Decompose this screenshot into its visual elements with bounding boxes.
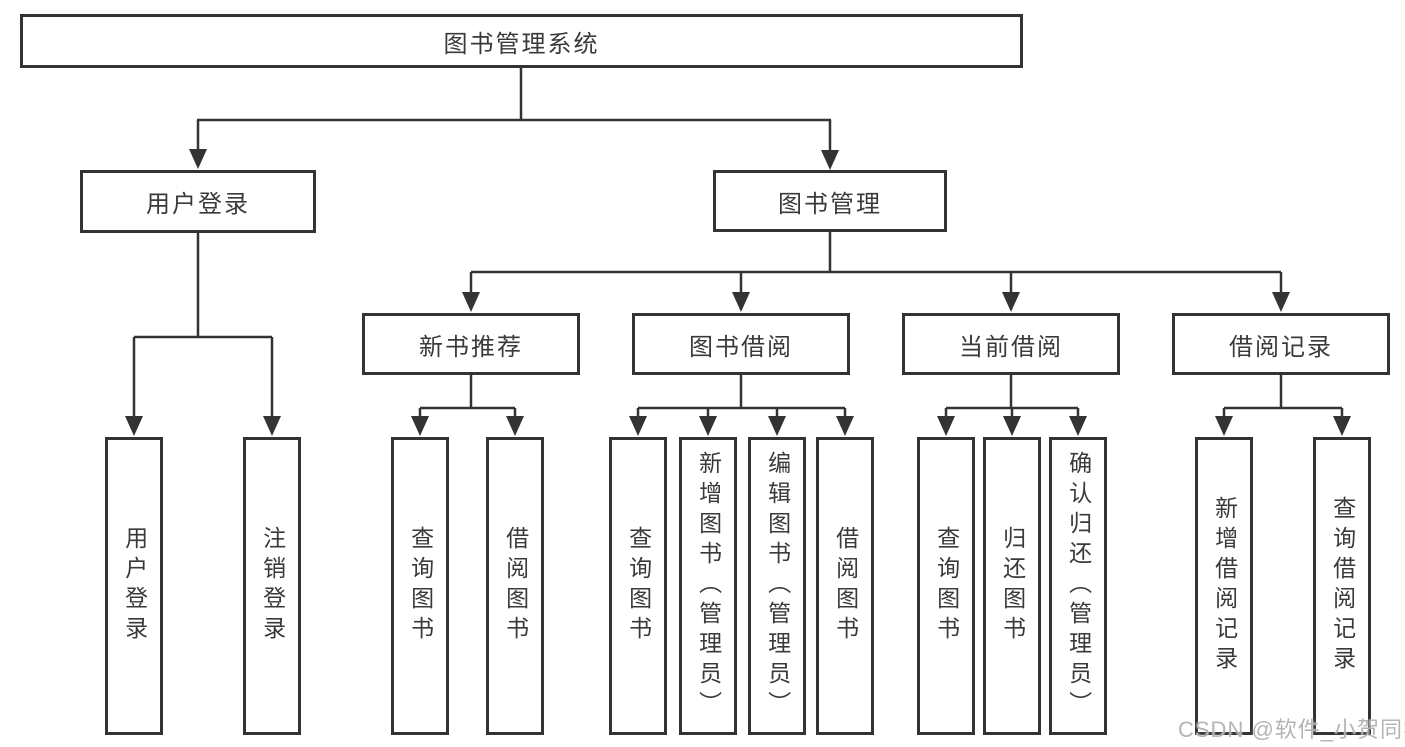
node-current-borrow: 当前借阅 [902, 313, 1120, 375]
node-new-book-recommend-label: 新书推荐 [419, 333, 523, 361]
node-root-label: 图书管理系统 [443, 30, 600, 58]
leaf-add-books-admin: 新增图书（管理员） [679, 437, 737, 735]
node-borrow-records-label: 借阅记录 [1229, 333, 1333, 361]
node-user-login: 用户登录 [80, 170, 316, 233]
leaf-borrow-books-recommend-label: 借阅图书 [502, 526, 529, 646]
leaf-return-books: 归还图书 [983, 437, 1041, 735]
node-book-management-label: 图书管理 [778, 190, 882, 218]
leaf-confirm-return-admin-label: 确认归还（管理员） [1065, 451, 1092, 721]
leaf-user-login: 用户登录 [105, 437, 163, 735]
leaf-logout-label: 注销登录 [259, 526, 286, 646]
leaf-query-books-recommend-label: 查询图书 [407, 526, 434, 646]
node-borrow-records: 借阅记录 [1172, 313, 1390, 375]
leaf-borrow-books-label: 借阅图书 [832, 526, 859, 646]
leaf-query-borrow-record-label: 查询借阅记录 [1329, 496, 1356, 676]
leaf-confirm-return-admin: 确认归还（管理员） [1049, 437, 1107, 735]
leaf-query-borrow-record: 查询借阅记录 [1313, 437, 1371, 735]
node-book-borrow-label: 图书借阅 [689, 333, 793, 361]
leaf-query-books-current-label: 查询图书 [933, 526, 960, 646]
leaf-edit-books-admin: 编辑图书（管理员） [748, 437, 806, 735]
node-user-login-label: 用户登录 [146, 191, 250, 218]
leaf-query-books-borrow: 查询图书 [609, 437, 667, 735]
leaf-borrow-books: 借阅图书 [816, 437, 874, 735]
leaf-logout: 注销登录 [243, 437, 301, 735]
leaf-add-borrow-record-label: 新增借阅记录 [1211, 496, 1238, 676]
leaf-return-books-label: 归还图书 [999, 526, 1026, 646]
leaf-query-books-recommend: 查询图书 [391, 437, 449, 735]
node-book-management: 图书管理 [713, 170, 947, 232]
node-current-borrow-label: 当前借阅 [959, 333, 1063, 361]
leaf-query-books-borrow-label: 查询图书 [625, 526, 652, 646]
node-root-library-system: 图书管理系统 [20, 14, 1023, 68]
leaf-borrow-books-recommend: 借阅图书 [486, 437, 544, 735]
node-new-book-recommend: 新书推荐 [362, 313, 580, 375]
leaf-add-books-admin-label: 新增图书（管理员） [695, 451, 722, 721]
csdn-watermark: CSDN @软件_小贺同学 [1178, 717, 1405, 742]
leaf-add-borrow-record: 新增借阅记录 [1195, 437, 1253, 735]
node-book-borrow: 图书借阅 [632, 313, 850, 375]
leaf-query-books-current: 查询图书 [917, 437, 975, 735]
leaf-edit-books-admin-label: 编辑图书（管理员） [764, 451, 791, 721]
leaf-user-login-label: 用户登录 [121, 526, 148, 646]
